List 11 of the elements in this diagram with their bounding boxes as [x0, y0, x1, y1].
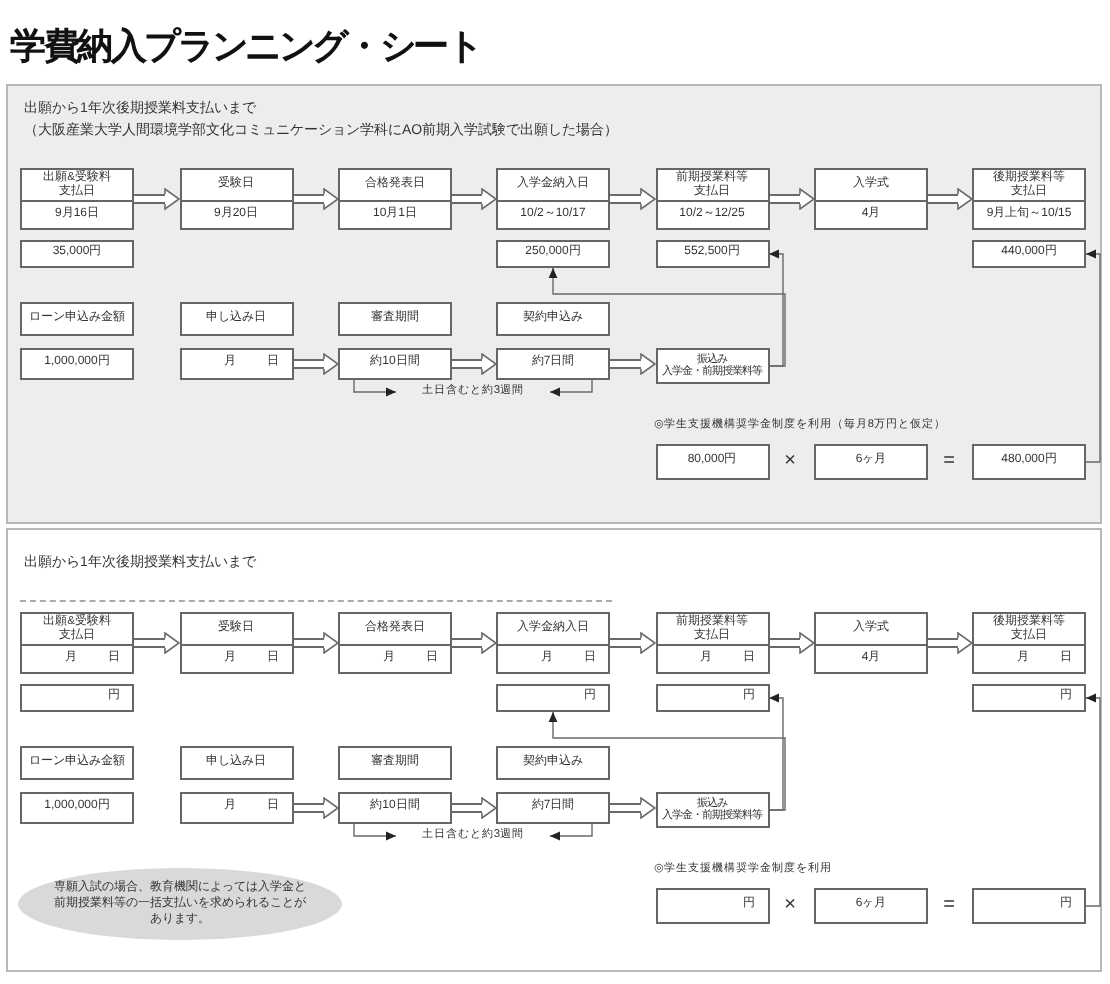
connector-arrow [768, 249, 784, 367]
connector-arrow [768, 693, 784, 811]
connector-arrow [1085, 693, 1101, 907]
equals-sign: = [943, 894, 955, 918]
multiply-sign: × [784, 894, 796, 918]
connector-arrow [1085, 249, 1101, 463]
connector-arrow [548, 711, 786, 811]
multiply-sign: × [784, 450, 796, 474]
sheet-title: 学費納入プランニング・シート [10, 26, 481, 70]
connector-arrow [548, 267, 786, 367]
equals-sign: = [943, 450, 955, 474]
